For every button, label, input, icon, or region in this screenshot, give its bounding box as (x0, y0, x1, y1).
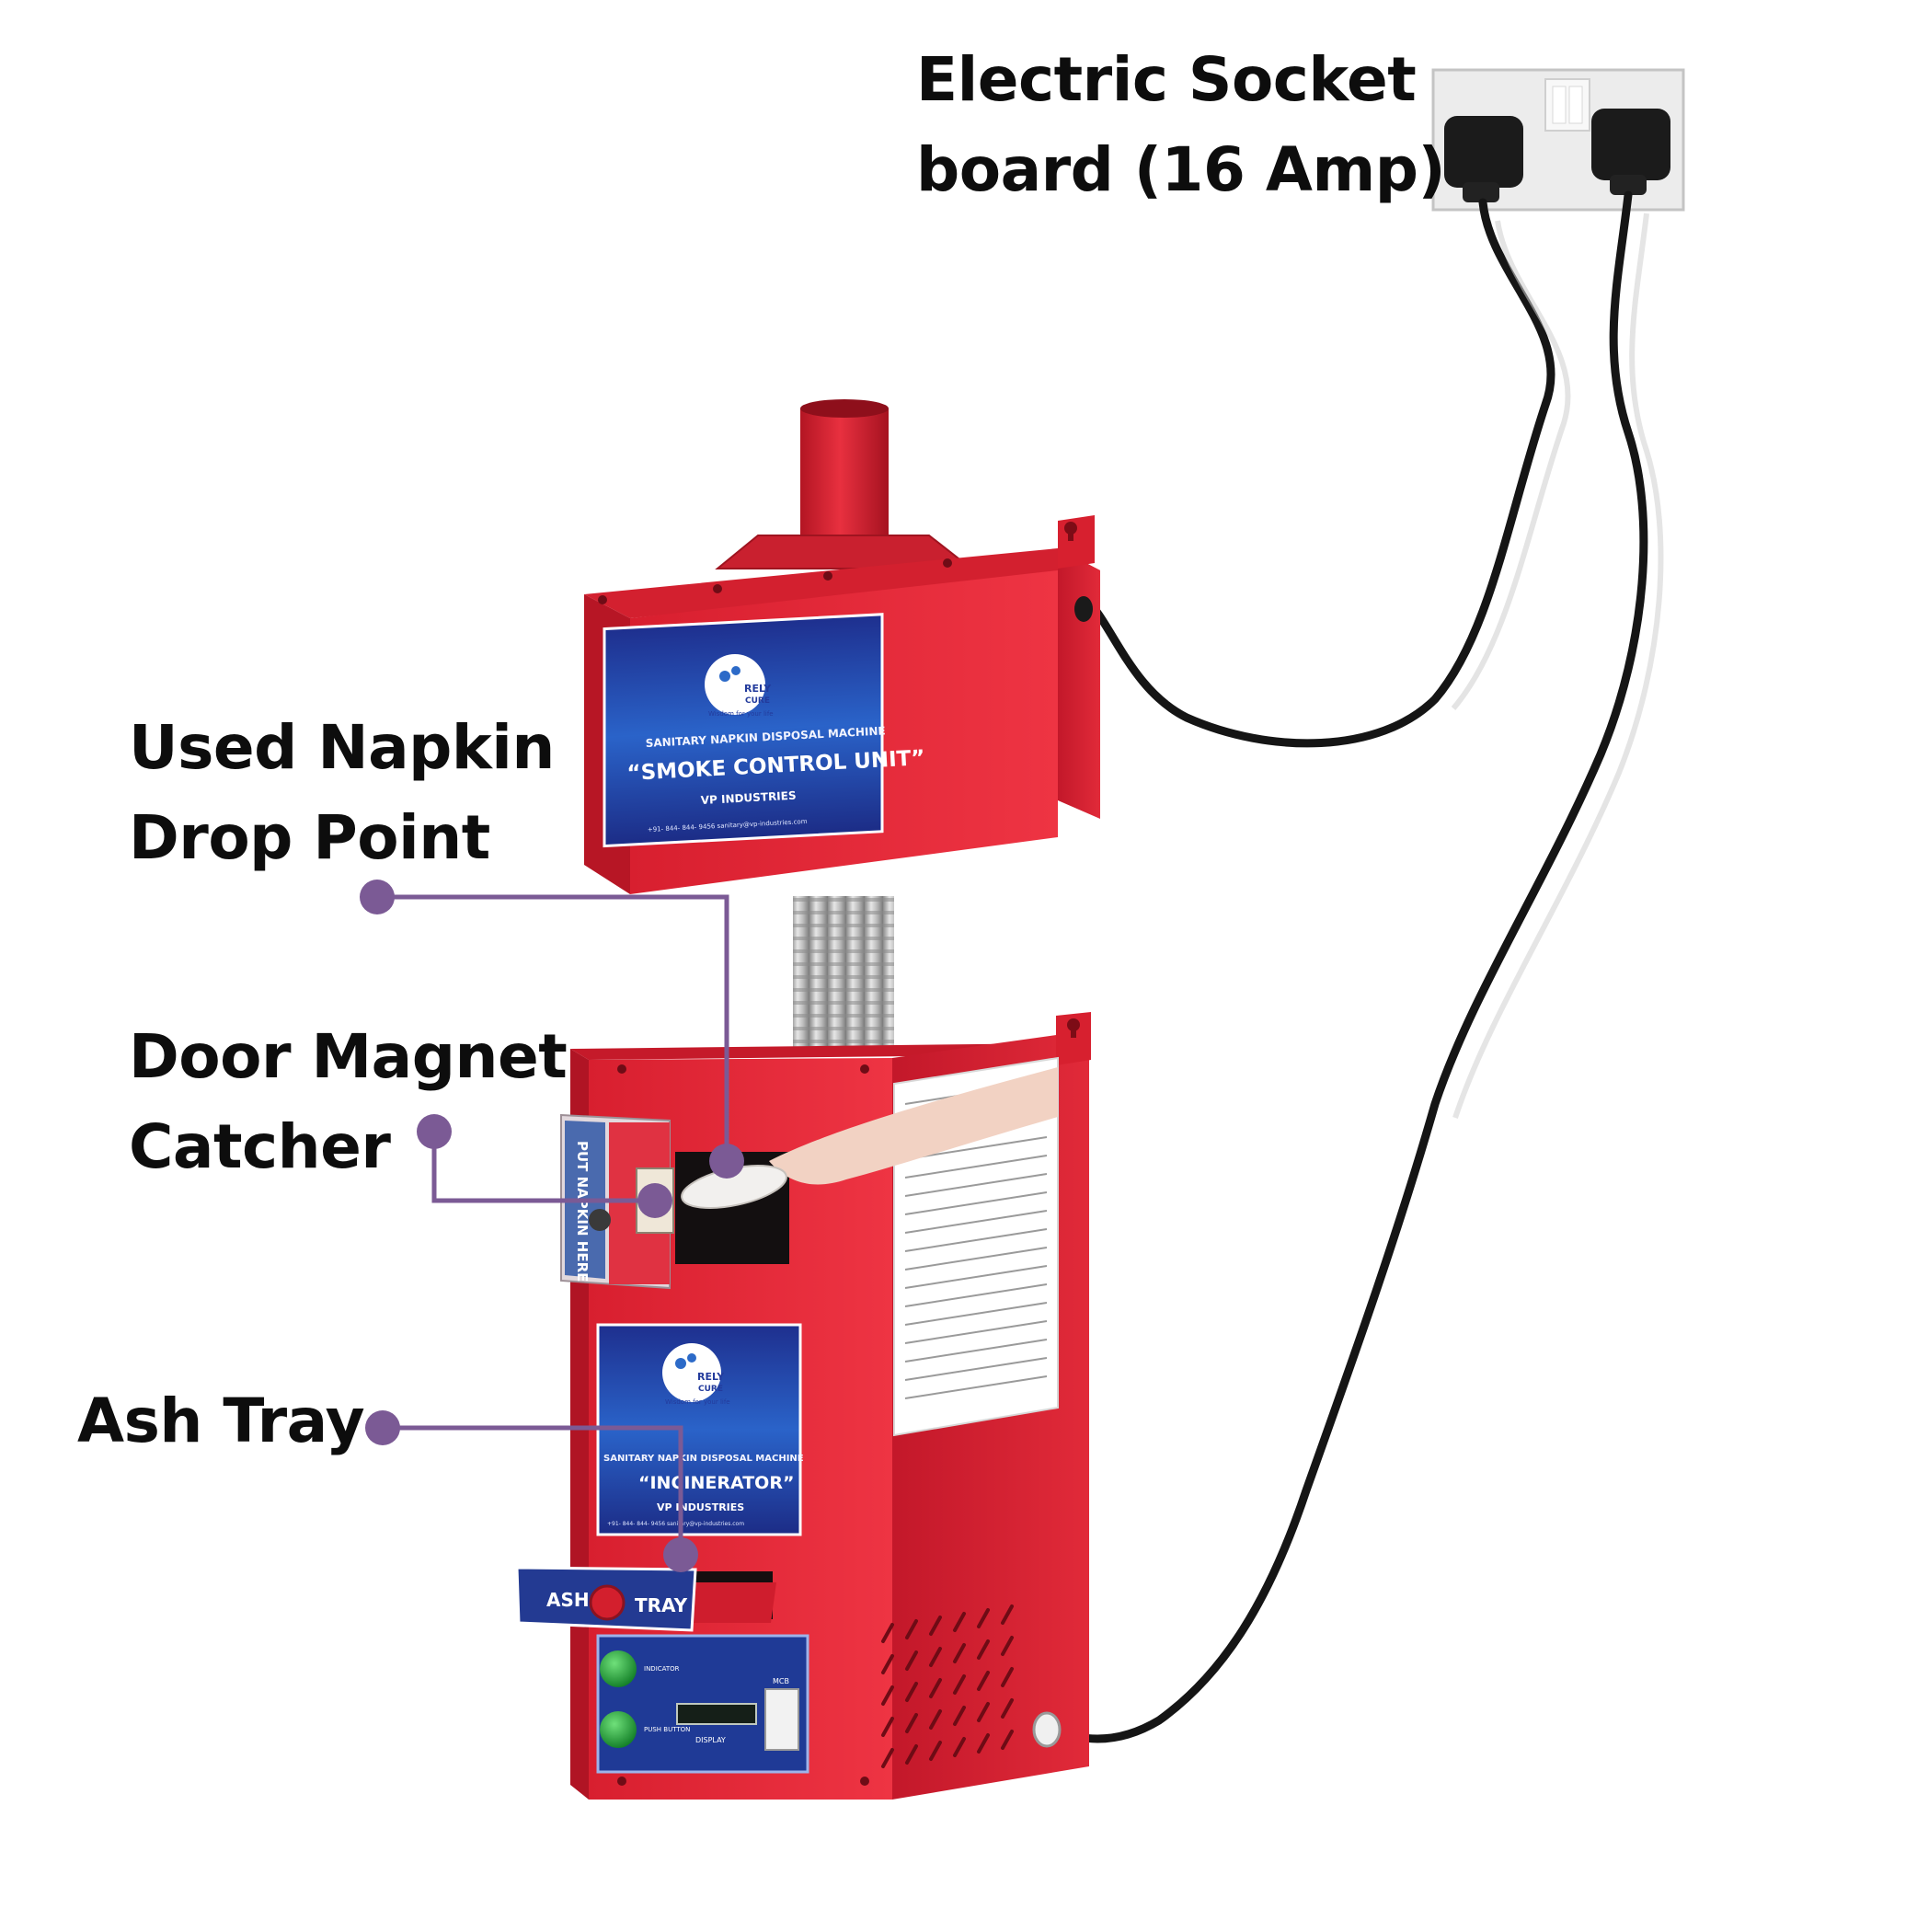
door-sign-text: PUT NAPKIN HERE (574, 1141, 591, 1282)
chimney-pipe (715, 399, 974, 569)
power-plug-icon (1591, 109, 1670, 195)
rely-cure-logo-icon (662, 1343, 721, 1402)
sign-title: SANITARY NAPKIN DISPOSAL MACHINE (603, 1454, 804, 1464)
brand-name-line1: RELY (697, 1371, 725, 1383)
cable-gland (1032, 1711, 1062, 1748)
rely-cure-logo-icon (705, 654, 765, 715)
smoke-control-sign: RELY CURE Wisdom for your life SANITARY … (603, 613, 925, 848)
callout-leaders (360, 880, 744, 1572)
brand-name-line2: CURE (745, 696, 770, 706)
display-label: DISPLAY (695, 1736, 726, 1744)
mcb-label: MCB (773, 1677, 789, 1685)
leader-door-magnet (431, 1132, 655, 1203)
cable-to-incinerator (1049, 190, 1648, 1743)
ash-tray-callout-label: Ash Tray (77, 1386, 365, 1456)
leader-ash-tray (383, 1425, 683, 1555)
socket-switch-left (1544, 78, 1590, 132)
electric-socket-board (1431, 68, 1685, 212)
power-cables (1049, 190, 1648, 1743)
sign-maker: VP INDUSTRIES (657, 1501, 744, 1513)
ash-tray-knob (589, 1584, 626, 1621)
control-panel: INDICATOR PUSH BUTTON DISPLAY MCB (596, 1634, 809, 1774)
indicator-label: INDICATOR (644, 1665, 680, 1673)
flexible-duct (793, 896, 894, 1054)
hand-with-napkin (681, 1067, 1058, 1209)
ash-tray: ASH TRAY (515, 1566, 776, 1632)
sign-product-name: “INCINERATOR” (638, 1473, 794, 1493)
door-magnet-callout-label: Door Magnet Catcher (129, 1021, 568, 1182)
leader-dot-ash-tray (365, 1410, 400, 1445)
leader-drop-point (377, 894, 729, 1161)
indicator-light (600, 1650, 637, 1687)
digital-display (676, 1703, 757, 1725)
brand-name-line2: CURE (698, 1385, 723, 1394)
sign-maker: VP INDUSTRIES (700, 789, 796, 807)
brand-tagline: Wisdom for your life (708, 710, 774, 718)
ash-tray-plate-right: TRAY (635, 1594, 688, 1616)
vent-grille (881, 1604, 1014, 1768)
ash-tray-plate-left: ASH (546, 1589, 590, 1611)
socket-callout-label: Electric Socket board (16 Amp) (916, 44, 1446, 205)
push-button (600, 1711, 637, 1748)
wall-hook-icon (1056, 1012, 1091, 1065)
cable-gland (1074, 596, 1093, 622)
sign-contact: +91- 844- 844- 9456 sanitary@vp-industri… (607, 1521, 744, 1527)
cable-shadows (1451, 213, 1664, 1119)
brand-name-line1: RELY (744, 683, 772, 695)
wall-hook-icon (1058, 515, 1095, 569)
brand-tagline: Wisdom for your life (665, 1398, 730, 1406)
drop-point-callout-label: Used Napkin Drop Point (129, 712, 555, 873)
leader-dot-drop-point (360, 880, 395, 914)
mcb-switch (764, 1688, 799, 1751)
push-button-label: PUSH BUTTON (644, 1726, 690, 1733)
power-plug-icon (1444, 116, 1523, 202)
leader-dot-door-magnet (417, 1114, 452, 1149)
cable-to-smoke-unit (1081, 198, 1555, 748)
